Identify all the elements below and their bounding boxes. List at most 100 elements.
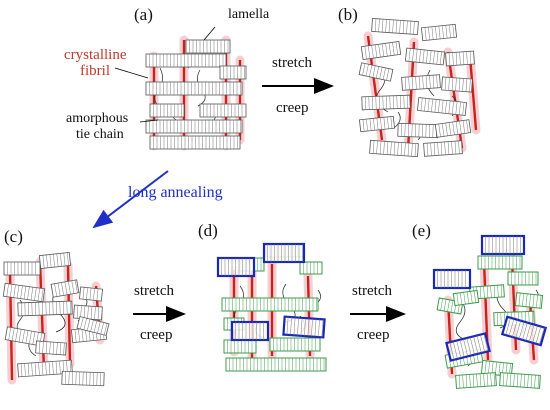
chain-fold-lines (6, 283, 44, 302)
label-stretch-de: stretch (352, 283, 392, 299)
lamella (360, 40, 402, 61)
chain-fold-lines (7, 262, 36, 275)
lamella (445, 332, 491, 362)
lamella (499, 372, 541, 389)
panel-label-c: (c) (4, 227, 23, 246)
lamella-outline (477, 255, 523, 270)
lamella (35, 340, 67, 356)
lamella-outline (420, 23, 458, 42)
process-arrows (92, 78, 406, 322)
lamella (455, 372, 497, 389)
lamella (61, 370, 105, 387)
lamella (4, 326, 46, 347)
chain-fold-lines (227, 340, 253, 353)
label-stretch-cd: stretch (134, 283, 174, 299)
lamella (230, 320, 270, 342)
amorphous-tie-chain (455, 299, 467, 341)
lamella-outline (514, 292, 544, 309)
lamella (145, 81, 243, 96)
lamella-layer (2, 17, 548, 389)
lamella (401, 74, 441, 91)
lamella-outline (145, 81, 243, 96)
lamella-outline (507, 271, 539, 286)
chain-fold-lines (420, 97, 465, 116)
lamella-outline (452, 289, 480, 307)
lamella (420, 23, 458, 42)
lamella (500, 315, 548, 347)
lamella-outline (185, 39, 231, 54)
lamella-outline (3, 261, 41, 276)
lamella-outline (78, 286, 104, 302)
crystalline-fibril (468, 55, 478, 131)
lamella-outline (371, 17, 419, 36)
chain-fold-lines (286, 316, 324, 338)
chain-fold-lines (362, 116, 393, 132)
lamella (369, 139, 419, 158)
lamella (223, 339, 257, 354)
label-tie-chain: tie chain (76, 127, 124, 142)
lamella (452, 289, 480, 307)
chain-fold-lines (149, 54, 224, 67)
arrow-long-annealing (92, 170, 169, 229)
chain-fold-lines (401, 123, 437, 138)
lamella-outline (149, 135, 241, 150)
chain-fold-lines (235, 322, 264, 340)
lamella (359, 115, 395, 133)
lamella-outline (500, 315, 548, 347)
panel-label-b: (b) (338, 5, 358, 24)
lamella (417, 97, 467, 116)
label-creep-top: creep (276, 100, 309, 116)
lamella-outline (417, 97, 467, 116)
lamella (299, 261, 323, 275)
lamella-outline (145, 119, 243, 134)
lamella (221, 297, 319, 312)
chain-fold-lines (229, 358, 325, 371)
chain-fold-lines (303, 262, 318, 274)
lamella-outline (17, 359, 73, 378)
lamella-outline (445, 332, 491, 362)
lamella (358, 62, 394, 82)
chain-fold-lines (80, 317, 108, 336)
lamella-outline (423, 140, 463, 157)
lamella (441, 76, 473, 93)
chain-fold-lines (267, 244, 303, 262)
lamella (149, 135, 241, 150)
chain-fold-lines (223, 66, 245, 79)
chain-fold-lines (438, 120, 469, 137)
lamella (434, 119, 472, 138)
chain-fold-lines (273, 338, 316, 351)
lamella-outline (358, 62, 394, 82)
chain-fold-lines (42, 252, 69, 269)
chain-fold-lines (444, 77, 471, 92)
lamella-outline (404, 47, 446, 66)
lamella-outline (499, 372, 541, 389)
lamella (404, 47, 446, 66)
chain-fold-lines (518, 293, 542, 309)
lamella (423, 140, 463, 157)
panel-label-d: (d) (198, 221, 218, 240)
lamella (76, 316, 110, 336)
lamella (282, 315, 326, 339)
lamella-outline (35, 340, 67, 356)
label-fibril: fibril (80, 63, 110, 79)
chain-fold-lines (65, 371, 101, 386)
chain-fold-lines (153, 104, 182, 117)
label-amorphous: amorphous (66, 111, 129, 126)
chain-fold-lines (404, 74, 438, 91)
chain-fold-lines (21, 301, 71, 316)
callout-lines (114, 26, 216, 123)
callout-lamella (203, 26, 216, 41)
lamella (3, 261, 41, 276)
chain-fold-lines (149, 120, 241, 133)
lamella-outline (219, 65, 247, 80)
lamella-outline (221, 297, 319, 312)
chain-fold-lines (221, 258, 250, 276)
chain-fold-lines (364, 41, 398, 60)
lamella (507, 271, 539, 286)
lamella (432, 268, 472, 290)
chain-fold-lines (372, 140, 417, 157)
chain-fold-lines (189, 40, 229, 53)
lamella (17, 359, 73, 378)
lamella-outline (17, 300, 73, 317)
